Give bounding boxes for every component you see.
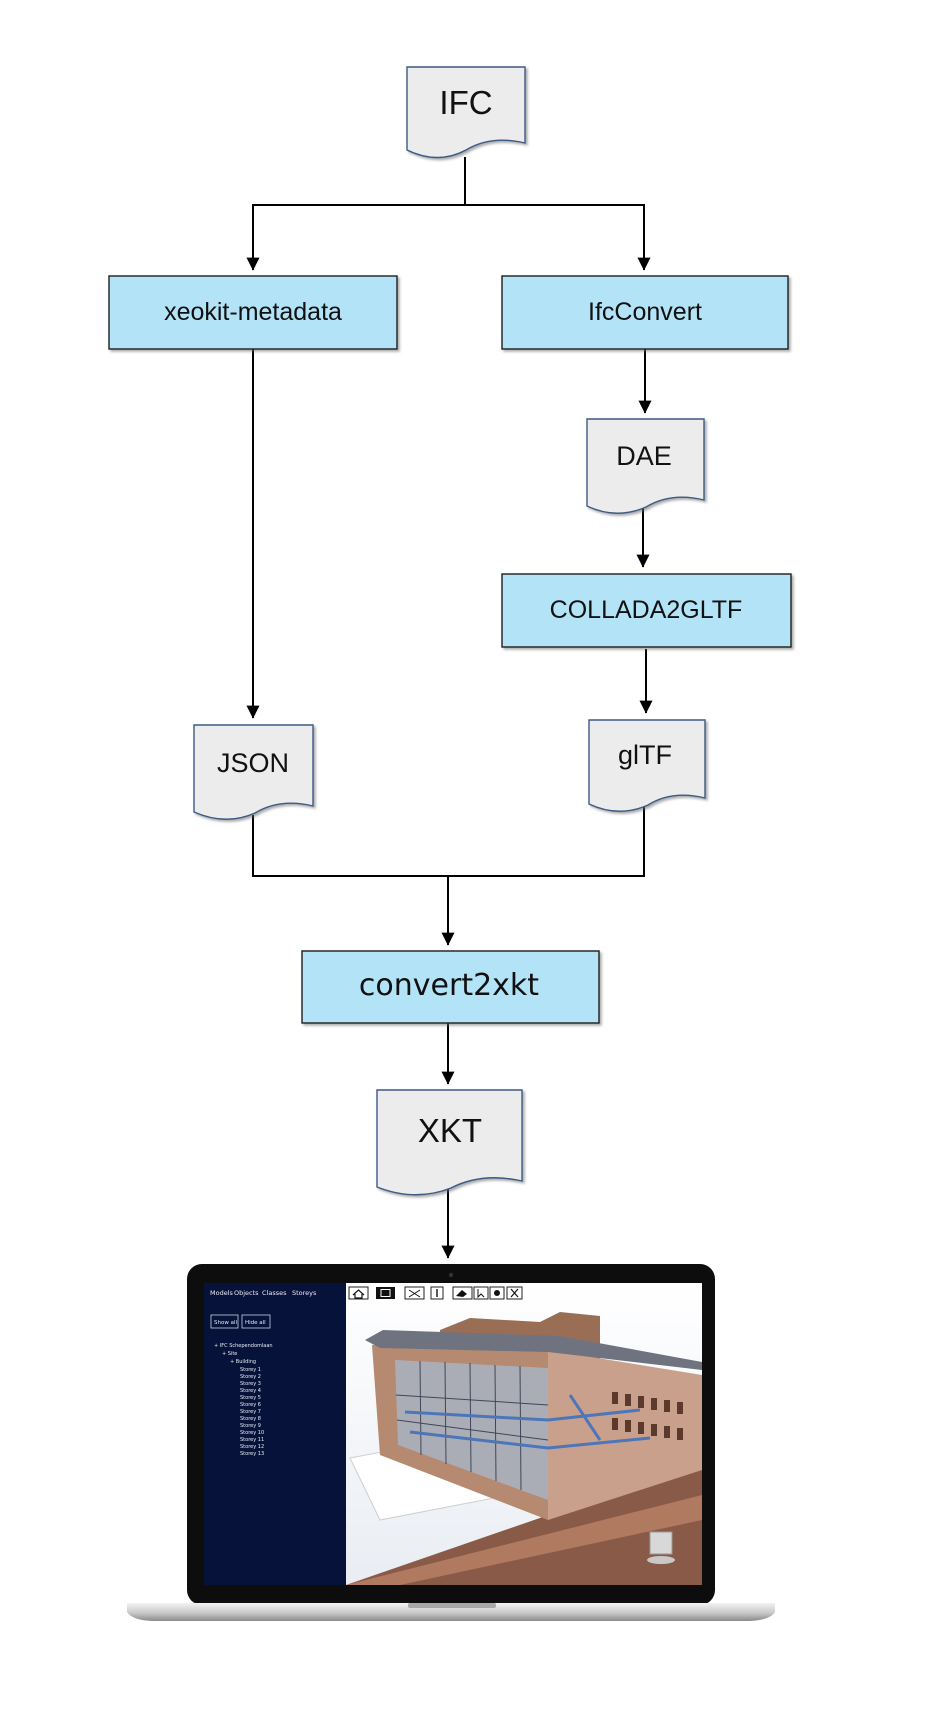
tree-item[interactable]: + Building xyxy=(230,1359,256,1365)
tree-item[interactable]: + IFC Schependomlaan xyxy=(214,1343,273,1349)
connectors xyxy=(246,157,653,1259)
convert2xkt-label: convert2xkt xyxy=(359,968,539,1003)
svg-text:Show all: Show all xyxy=(214,1320,237,1326)
tree-item[interactable]: Storey 9 xyxy=(240,1423,261,1429)
ifc-document: IFC xyxy=(406,66,526,159)
viewer-toolbar xyxy=(348,1286,523,1300)
ifc-label: IFC xyxy=(439,84,492,121)
xkt-document: XKT xyxy=(376,1089,523,1196)
tree-item[interactable]: Storey 8 xyxy=(240,1416,261,1422)
collada2gltf-label: COLLADA2GLTF xyxy=(550,596,743,624)
menu-models[interactable]: Models xyxy=(210,1289,234,1297)
home-icon[interactable] xyxy=(348,1286,369,1300)
tree-item[interactable]: Storey 13 xyxy=(240,1451,264,1457)
tree-item[interactable]: Storey 11 xyxy=(240,1437,264,1443)
gltf-label: glTF xyxy=(618,740,672,770)
dae-label: DAE xyxy=(616,441,672,471)
tree-item[interactable]: Storey 12 xyxy=(240,1444,264,1450)
ifcconvert-process: IfcConvert xyxy=(501,275,789,350)
building-model-render xyxy=(346,1312,702,1585)
menu-storeys[interactable]: Storeys xyxy=(292,1289,317,1297)
dae-document: DAE xyxy=(586,418,705,514)
show-all-button[interactable] xyxy=(210,1314,239,1329)
collada2gltf-process: COLLADA2GLTF xyxy=(501,573,792,648)
cube-icon[interactable] xyxy=(376,1287,395,1299)
xeokit-metadata-process: xeokit-metadata xyxy=(108,275,398,350)
tree-item[interactable]: Storey 7 xyxy=(240,1409,261,1415)
laptop-base xyxy=(127,1603,775,1621)
tree-item[interactable]: + Site xyxy=(222,1351,237,1357)
camera-icon xyxy=(448,1272,454,1278)
select-icon[interactable] xyxy=(473,1286,489,1300)
tree-item[interactable]: Storey 6 xyxy=(240,1402,261,1408)
object-tree: + IFC Schependomlaan + Site + Building S… xyxy=(214,1343,273,1457)
sidebar-menu: Models Objects Classes Storeys xyxy=(210,1289,317,1297)
viewer-sidebar xyxy=(204,1283,346,1585)
svg-text:Hide all: Hide all xyxy=(245,1320,266,1326)
xkt-label: XKT xyxy=(418,1112,482,1149)
navcube-icon[interactable] xyxy=(649,1531,673,1555)
tree-item[interactable]: Storey 1 xyxy=(240,1367,261,1373)
menu-classes[interactable]: Classes xyxy=(262,1289,287,1297)
convert2xkt-process: convert2xkt xyxy=(301,950,600,1024)
sidebar-buttons: Show all Hide all xyxy=(210,1314,271,1329)
gltf-document: glTF xyxy=(588,719,706,812)
tree-item[interactable]: Storey 4 xyxy=(240,1388,261,1394)
tree-item[interactable]: Storey 10 xyxy=(240,1430,264,1436)
tree-item[interactable]: Storey 2 xyxy=(240,1374,261,1380)
json-document: JSON xyxy=(193,724,314,820)
menu-objects[interactable]: Objects xyxy=(234,1289,259,1297)
laptop-screen: Models Objects Classes Storeys Show all … xyxy=(204,1283,702,1585)
ifcconvert-label: IfcConvert xyxy=(588,298,702,326)
json-label: JSON xyxy=(217,748,289,778)
hide-all-button[interactable] xyxy=(241,1314,271,1329)
tree-item[interactable]: Storey 3 xyxy=(240,1381,261,1387)
laptop-hinge-notch xyxy=(408,1603,496,1608)
xeokit-metadata-label: xeokit-metadata xyxy=(164,298,342,326)
laptop-viewer: Models Objects Classes Storeys Show all … xyxy=(127,1264,775,1621)
tree-item[interactable]: Storey 5 xyxy=(240,1395,261,1401)
